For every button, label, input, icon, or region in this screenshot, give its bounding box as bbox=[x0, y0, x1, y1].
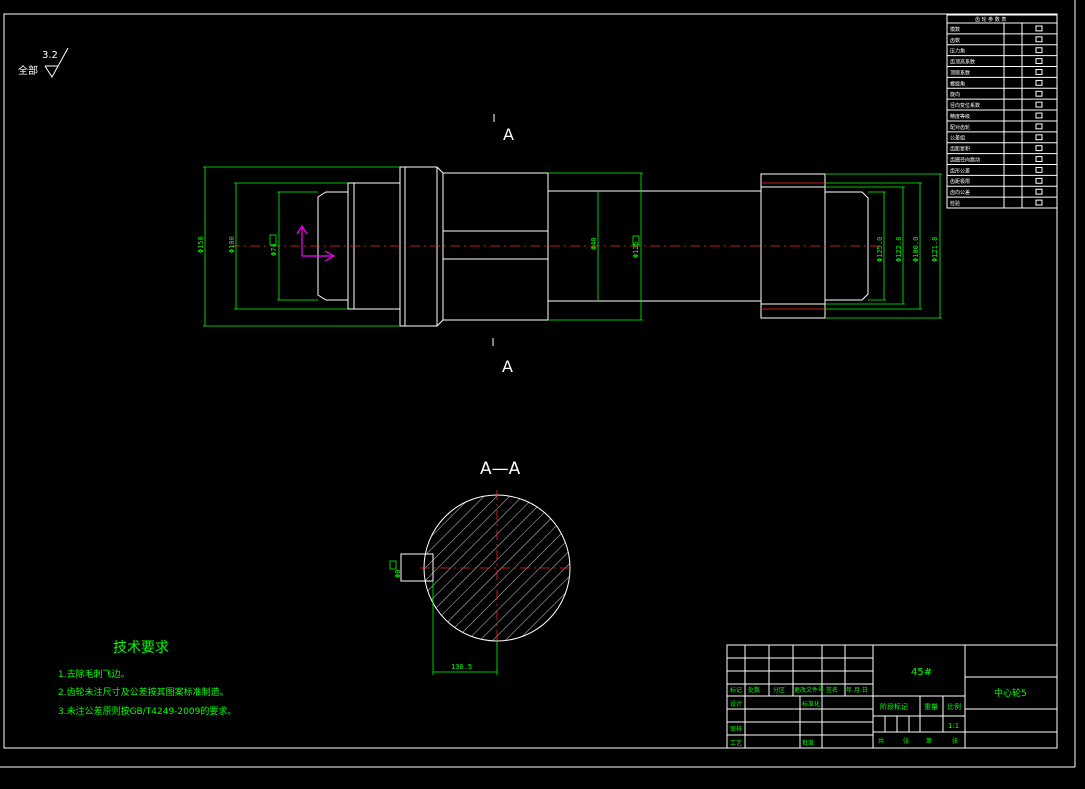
section-marker-bottom: A bbox=[492, 338, 513, 376]
param-row-box bbox=[1035, 156, 1043, 162]
param-row-label: 齿向公差 bbox=[950, 189, 970, 196]
param-row-box bbox=[1035, 145, 1043, 152]
param-row-box bbox=[1035, 199, 1043, 206]
param-row-label: 螺旋角 bbox=[950, 80, 965, 87]
tb-sheet-1: 张 bbox=[903, 737, 909, 745]
param-row-box bbox=[1035, 79, 1043, 86]
param-row-label: 齿数 bbox=[950, 37, 960, 44]
param-row-box bbox=[1035, 188, 1043, 195]
shaft-main-view bbox=[230, 166, 880, 327]
tb-sheet-2: 第 bbox=[926, 737, 932, 745]
tb-row-2: 工艺 bbox=[730, 739, 742, 747]
param-row-label: 齿形公差 bbox=[950, 167, 970, 174]
param-row-label: 模数 bbox=[950, 26, 960, 33]
tb-sheet-3: 张 bbox=[952, 737, 958, 745]
param-row-box bbox=[1035, 58, 1043, 65]
param-row-box bbox=[1035, 101, 1043, 108]
dim-r4: Φ121.8 bbox=[931, 237, 939, 262]
dim-d150: Φ150 bbox=[197, 236, 205, 253]
dim-r3: Φ100.0 bbox=[912, 237, 920, 262]
tech-item-2: 2.齿轮未注尺寸及公差按其图案标准制造。 bbox=[58, 686, 229, 698]
param-row-box bbox=[1035, 134, 1043, 141]
tolerance-box-left bbox=[269, 234, 277, 246]
param-row-label: 顶隙系数 bbox=[950, 69, 970, 76]
param-row-label: 径向变位系数 bbox=[950, 102, 980, 109]
dim-key-width: Φ0 bbox=[394, 570, 402, 578]
tb-sheet-0: 共 bbox=[878, 737, 884, 745]
material: 45# bbox=[911, 667, 932, 678]
param-table bbox=[946, 14, 1058, 209]
dim-d74: Φ74 bbox=[270, 243, 278, 256]
tolerance-box-mid bbox=[632, 235, 640, 246]
param-row-label: 配对齿轮 bbox=[950, 124, 970, 131]
section-letter-top: A bbox=[503, 125, 514, 144]
param-row-label: 齿距累积 bbox=[950, 146, 970, 153]
title-block bbox=[726, 644, 1058, 749]
param-row-label: 精度等级 bbox=[950, 113, 970, 120]
param-row-label: 压力角 bbox=[950, 48, 965, 55]
tb-header-4: 签名 bbox=[826, 686, 838, 694]
weight-label: 重量 bbox=[924, 703, 938, 711]
param-row-label: 齿顶高系数 bbox=[950, 59, 975, 66]
stage-label: 阶段标记 bbox=[880, 702, 908, 711]
section-letter-bottom: A bbox=[502, 357, 513, 376]
param-title: 齿 轮 参 数 表 bbox=[975, 16, 1006, 23]
section-title: A—A bbox=[480, 459, 521, 479]
tech-requirements: 技术要求 1.去除毛刺飞边。 2.齿轮未注尺寸及公差按其图案标准制造。 3.未注… bbox=[58, 640, 236, 717]
dim-r2: Φ122.8 bbox=[895, 237, 903, 262]
dim-d100: Φ100 bbox=[228, 236, 236, 253]
tb-mid-2: 批准 bbox=[802, 739, 814, 747]
tech-title: 技术要求 bbox=[113, 640, 169, 656]
tb-row-0: 设计 bbox=[730, 700, 742, 708]
tb-header-5: 年.月.日 bbox=[846, 686, 868, 694]
param-row-label: 旋向 bbox=[950, 91, 960, 98]
tech-item-3: 3.未注公差原则按GB/T4249-2009的要求。 bbox=[58, 705, 236, 717]
roughness-symbol: 3.2 全部 bbox=[18, 47, 69, 78]
param-row-label: 检验 bbox=[950, 200, 960, 207]
section-marker-top: A bbox=[493, 114, 514, 144]
param-row-label: 齿距极限 bbox=[950, 178, 970, 185]
dim-d125: Φ125 bbox=[632, 241, 640, 258]
tb-header-3: 更改文件号 bbox=[794, 686, 824, 694]
param-row-box bbox=[1035, 47, 1043, 54]
param-row-box bbox=[1035, 69, 1043, 75]
param-row-label: 公差组 bbox=[950, 135, 965, 142]
roughness-label: 全部 bbox=[18, 64, 38, 77]
part-name: 中心轮5 bbox=[994, 687, 1027, 699]
tech-item-1: 1.去除毛刺飞边。 bbox=[58, 668, 130, 680]
param-row-box bbox=[1035, 90, 1043, 97]
dim-d40: Φ40 bbox=[590, 237, 598, 250]
dimension-lines bbox=[203, 166, 942, 327]
tb-header-1: 处数 bbox=[748, 686, 760, 694]
ucs-icon bbox=[296, 224, 336, 262]
tb-mid-0: 标准化 bbox=[802, 700, 820, 708]
param-row-label: 齿圈径向跳动 bbox=[950, 156, 980, 163]
param-row-box bbox=[1035, 177, 1043, 184]
param-row-box bbox=[1035, 112, 1043, 119]
dim-r1: Φ125.0 bbox=[876, 237, 884, 262]
tb-header-2: 分区 bbox=[773, 686, 785, 694]
param-row-box bbox=[1035, 36, 1043, 43]
scale-label: 比例 bbox=[947, 702, 961, 711]
section-view bbox=[389, 490, 574, 675]
param-row-box bbox=[1035, 25, 1043, 32]
drawing-frame bbox=[3, 13, 1058, 749]
tb-row-1: 审核 bbox=[730, 725, 742, 733]
param-row-box bbox=[1035, 166, 1043, 173]
param-row-box bbox=[1035, 123, 1043, 130]
dim-key-depth: 136.5 bbox=[451, 663, 472, 671]
scale-value: 1:1 bbox=[948, 722, 959, 730]
tb-header-0: 标记 bbox=[730, 686, 742, 694]
roughness-value: 3.2 bbox=[42, 50, 58, 61]
